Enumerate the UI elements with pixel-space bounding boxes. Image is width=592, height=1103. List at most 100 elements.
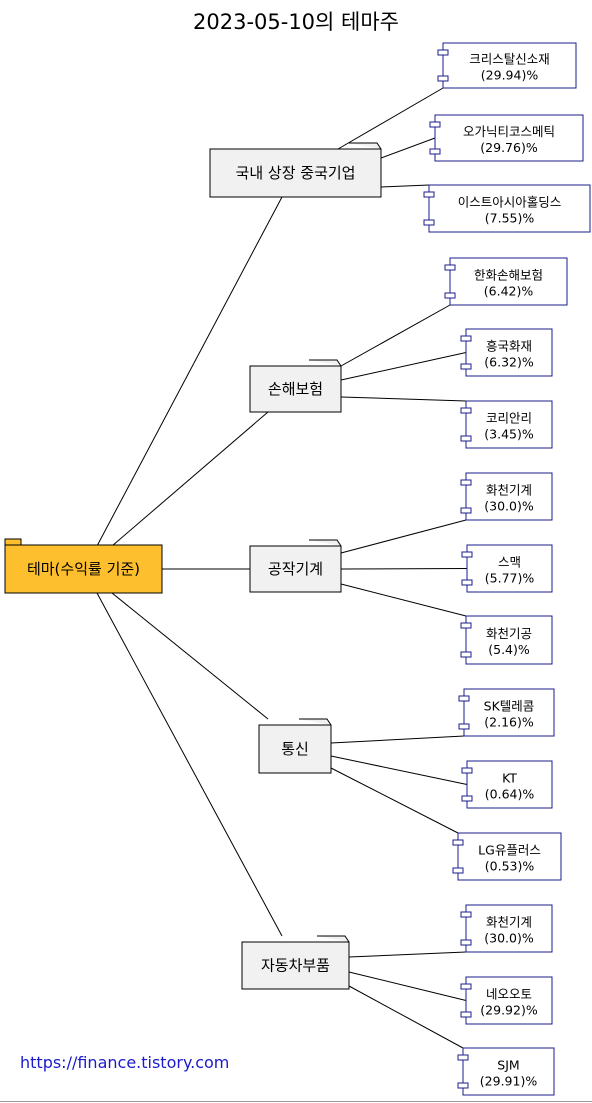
stock-return: (6.42)%: [484, 284, 534, 299]
stock-return: (29.92)%: [480, 1003, 538, 1018]
stock-name: 오가닉티코스메틱: [463, 124, 555, 139]
stock-box: [465, 472, 553, 521]
stock-node: 화천기계(30.0)%: [460, 472, 553, 521]
edge-root-group: [96, 592, 283, 937]
edge-group-stock: [340, 568, 468, 570]
component-port-icon: [460, 479, 472, 486]
stock-box: [449, 257, 568, 306]
theme-group-node: 통신: [258, 718, 332, 774]
stock-name: 흥국화재: [486, 339, 532, 354]
folder-label: 손해보험: [268, 380, 323, 398]
stock-node: 오가닉티코스메틱(29.76)%: [429, 114, 584, 162]
stock-return: (5.77)%: [485, 571, 535, 586]
stock-name: 네오오토: [486, 987, 532, 1002]
edge-group-stock: [380, 184, 430, 188]
root-node: 테마(수익률 기준): [4, 538, 163, 594]
component-port-icon: [460, 983, 472, 990]
component-port-icon: [423, 219, 435, 226]
stock-box: [465, 615, 553, 665]
stock-return: (29.76)%: [480, 140, 538, 155]
theme-group-node: 국내 상장 중국기업: [209, 142, 382, 198]
component-port-icon: [460, 363, 472, 370]
folder-body: [249, 365, 342, 413]
stock-return: (7.55)%: [485, 211, 535, 226]
root-label: 테마(수익률 기준): [27, 560, 140, 578]
stock-box: [466, 760, 553, 809]
folder-label: 공작기계: [268, 560, 323, 578]
folder-label: 통신: [281, 740, 309, 758]
edge-group-stock: [340, 583, 467, 617]
stock-node: 화천기계(30.0)%: [460, 904, 553, 953]
component-port-icon: [437, 49, 449, 56]
edge-group-stock: [337, 87, 444, 150]
component-port-icon: [437, 75, 449, 82]
stock-node: 크리스탈신소재(29.94)%: [437, 42, 577, 89]
edge-root-group: [96, 196, 283, 547]
folder-body: [209, 148, 382, 198]
stock-name: 화천기계: [486, 915, 532, 930]
stock-node: KT(0.64)%: [461, 760, 553, 809]
edge-group-stock: [330, 735, 465, 744]
stock-box: [428, 184, 591, 233]
stock-name: 크리스탈신소재: [469, 52, 550, 67]
stock-box: [442, 42, 577, 89]
edge-root-group: [111, 592, 269, 720]
stock-box: [462, 1047, 555, 1096]
component-port-icon: [458, 723, 470, 730]
stock-name: 이스트아시아홀딩스: [458, 195, 562, 210]
stock-name: 화천기공: [486, 626, 532, 641]
edge-group-stock: [340, 352, 467, 381]
stock-node: 네오오토(29.92)%: [460, 976, 553, 1025]
stock-name: 한화손해보험: [474, 268, 543, 283]
root-body: [4, 544, 163, 594]
root-tab: [4, 538, 22, 546]
component-port-icon: [452, 839, 464, 846]
edge-group-stock: [340, 304, 451, 367]
folder-tab: [309, 539, 342, 547]
stock-return: (29.91)%: [480, 1074, 538, 1089]
component-port-icon: [458, 695, 470, 702]
stock-box: [434, 114, 584, 162]
component-port-icon: [461, 579, 473, 586]
theme-group-node: 공작기계: [249, 539, 342, 593]
source-link[interactable]: https://finance.tistory.com: [20, 1053, 230, 1072]
stock-box: [465, 400, 553, 449]
edge-root-group: [111, 411, 269, 547]
edge-group-stock: [380, 137, 436, 159]
component-port-icon: [460, 435, 472, 442]
stock-return: (29.94)%: [481, 68, 539, 83]
component-port-icon: [460, 407, 472, 414]
stock-name: SJM: [497, 1058, 519, 1073]
diagram-title: 2023-05-10의 테마주: [193, 10, 399, 34]
component-port-icon: [429, 121, 441, 128]
stock-node: SJM(29.91)%: [457, 1047, 555, 1096]
bottom-divider: [0, 1101, 592, 1102]
edge-group-stock: [340, 396, 467, 402]
theme-group-node: 자동차부품: [241, 935, 350, 990]
folder-tab: [349, 142, 382, 150]
stock-box: [465, 328, 553, 377]
component-port-icon: [423, 191, 435, 198]
stock-name: 코리안리: [486, 411, 532, 426]
component-port-icon: [461, 551, 473, 558]
component-port-icon: [460, 651, 472, 658]
edge-group-stock: [348, 971, 467, 1001]
folder-body: [241, 941, 350, 990]
stock-return: (0.53)%: [485, 859, 535, 874]
stock-node: 흥국화재(6.32)%: [460, 328, 553, 377]
edge-group-stock: [330, 755, 468, 785]
component-port-icon: [460, 939, 472, 946]
stock-node: 화천기공(5.4)%: [460, 615, 553, 665]
stock-node: 이스트아시아홀딩스(7.55)%: [423, 184, 591, 233]
edge-group-stock: [330, 767, 459, 834]
folder-tab: [299, 718, 332, 726]
stock-node: 스맥(5.77)%: [461, 544, 553, 593]
edge-group-stock: [348, 985, 464, 1049]
folder-label: 국내 상장 중국기업: [236, 164, 356, 182]
stock-name: 스맥: [498, 555, 521, 570]
folder-body: [249, 545, 342, 593]
folder-body: [258, 724, 332, 774]
component-port-icon: [460, 507, 472, 514]
stock-box: [466, 544, 553, 593]
